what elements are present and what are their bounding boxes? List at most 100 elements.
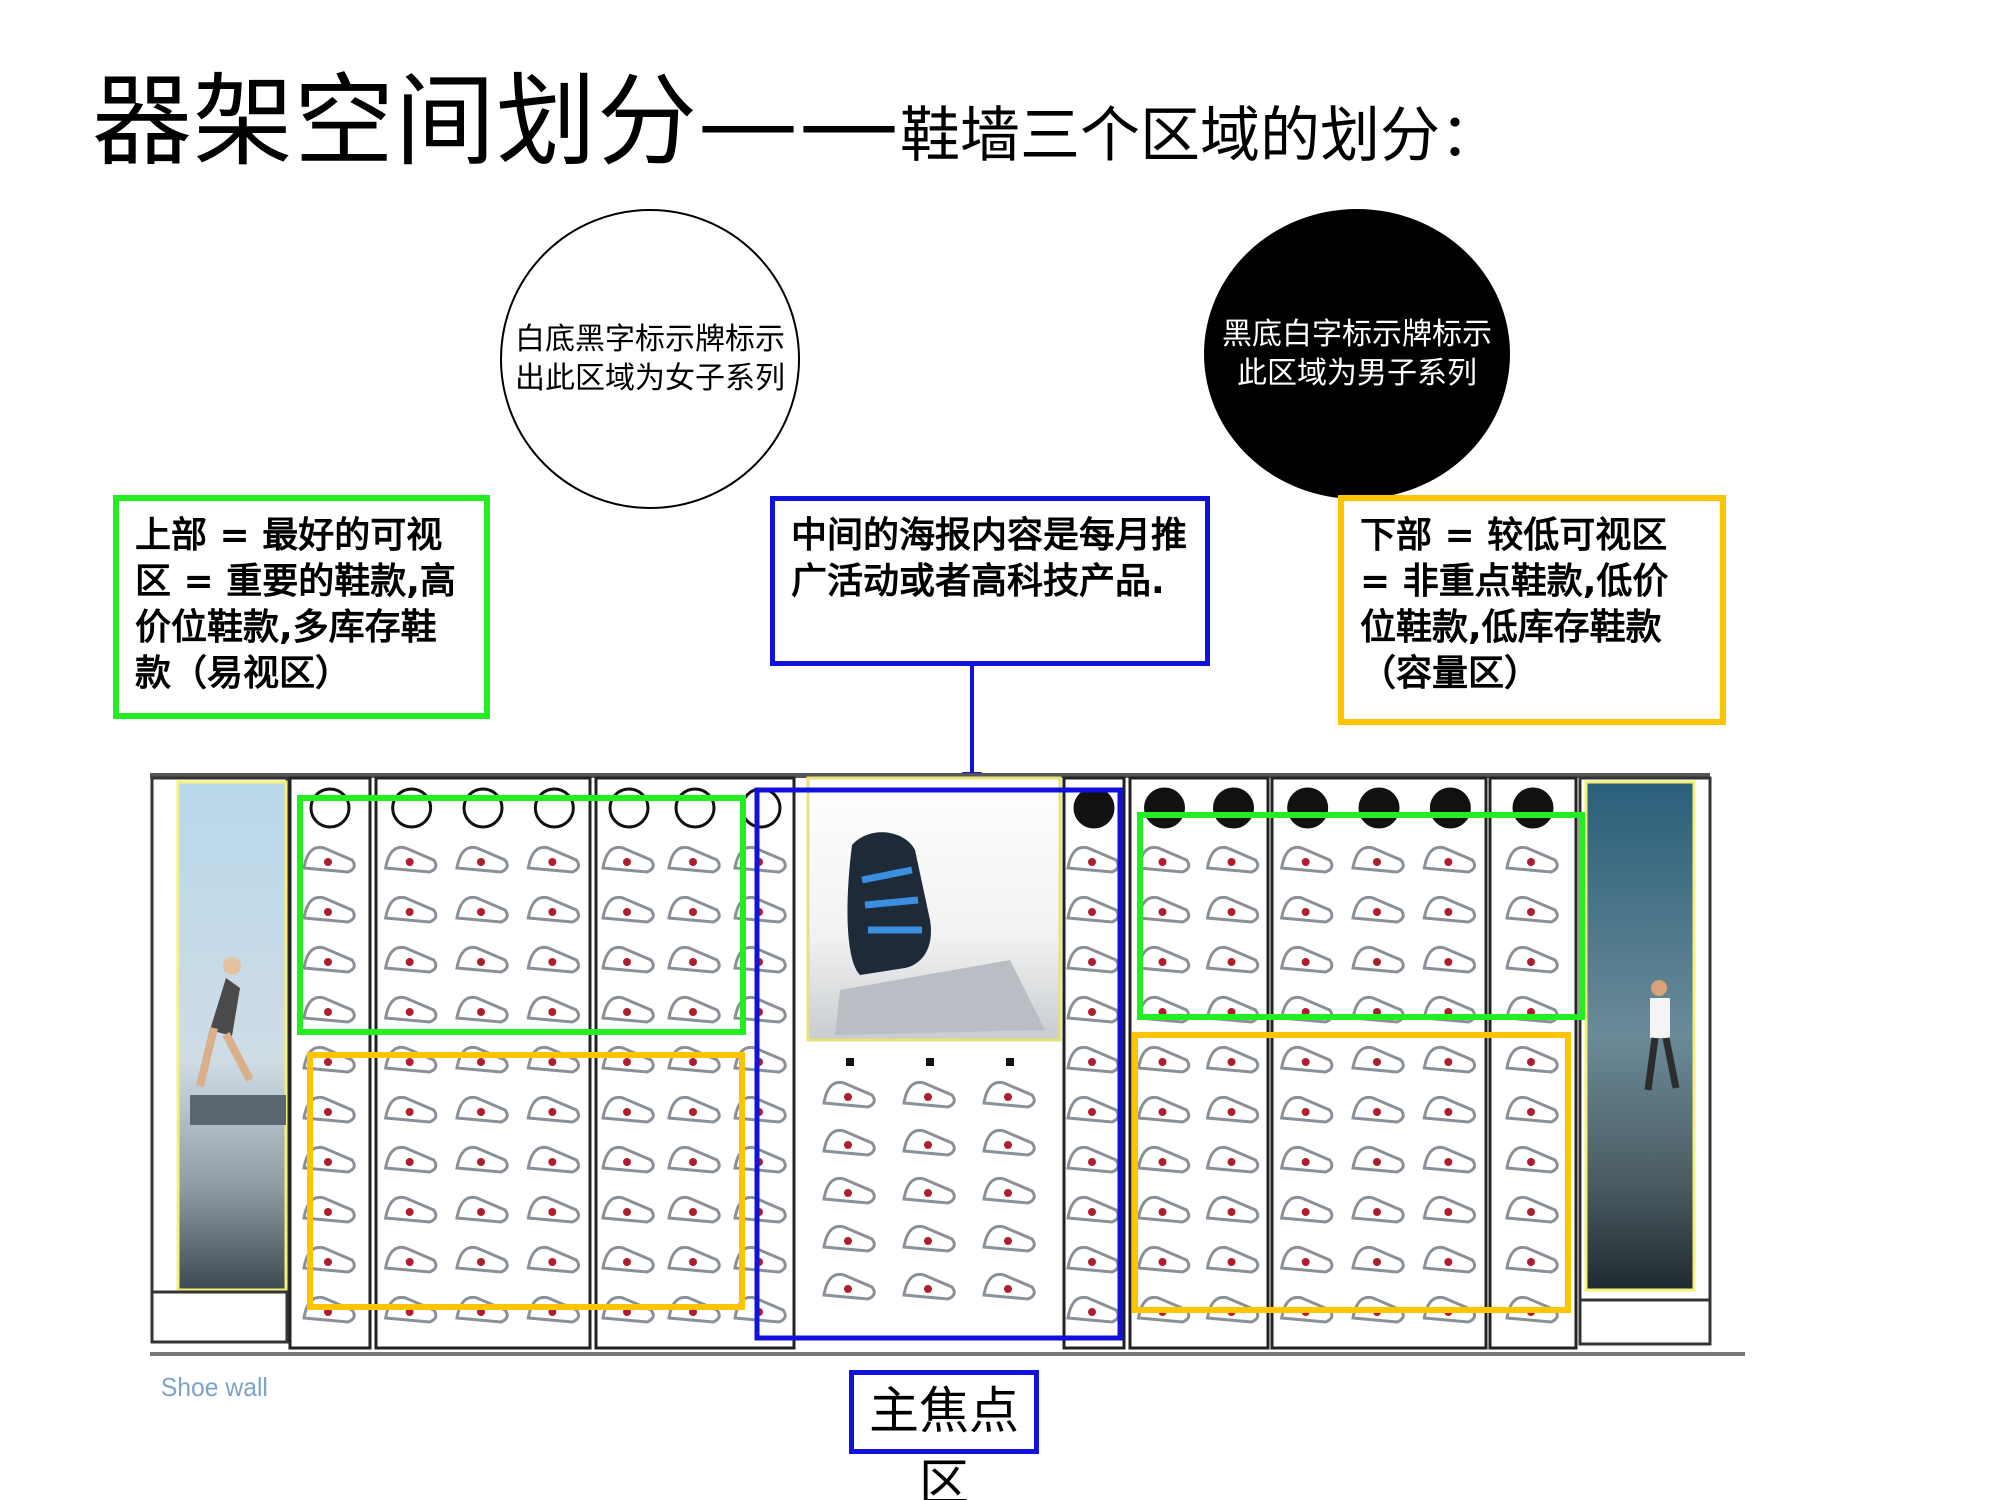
right-runner-image: [1584, 780, 1696, 1292]
women-sign-callout: 白底黑字标示牌标示出此区域为女子系列: [500, 209, 800, 509]
shoe-tag-icon: [1301, 908, 1310, 916]
shoe-icon: [1505, 1195, 1559, 1224]
shoe-icon: [1279, 1245, 1334, 1274]
shoe-tag-icon: [1088, 1058, 1096, 1066]
shoe-icon: [1136, 1195, 1191, 1224]
top-rail: [150, 773, 1710, 778]
shoe-tag-icon: [623, 1008, 631, 1016]
shoe-icon: [383, 845, 438, 874]
shoe-icon: [982, 1224, 1036, 1253]
shoe-icon: [1351, 895, 1405, 924]
title-main: 器架空间划分——: [92, 63, 900, 180]
shoe-tag-icon: [689, 1058, 697, 1066]
shoe-icon: [1066, 945, 1120, 974]
shoe-tag-icon: [477, 958, 485, 966]
men-sign-icon: [1358, 787, 1400, 829]
men-sign-icon: [1073, 787, 1115, 829]
shoe-icon: [1205, 1045, 1260, 1074]
shoe-icon: [383, 995, 438, 1024]
shoe-tag-icon: [1373, 1208, 1381, 1216]
men-sign-icon: [1287, 787, 1329, 829]
shoe-icon: [1205, 995, 1260, 1024]
shoe-icon: [1066, 1245, 1120, 1274]
shoe-tag-icon: [1373, 1108, 1381, 1116]
shoe-tag-icon: [1373, 858, 1381, 866]
shoe-icon: [302, 845, 356, 874]
shoe-icon: [526, 845, 581, 874]
lower-zone-left: [307, 1052, 745, 1310]
shoe-tag-icon: [1527, 858, 1535, 866]
shoe-tag-icon: [623, 1108, 631, 1116]
shoe-tag-icon: [548, 1058, 557, 1066]
shoe-tag-icon: [623, 908, 631, 916]
shoe-tag-icon: [1444, 1208, 1453, 1216]
shoe-icon: [601, 1195, 655, 1224]
shoe-icon: [1422, 845, 1477, 874]
shoe-tag-icon: [1158, 1258, 1167, 1266]
shoe-icon: [526, 1195, 581, 1224]
shoe-tag-icon: [477, 858, 485, 866]
shoe-icon: [455, 1245, 509, 1274]
shoe-tag-icon: [1158, 908, 1167, 916]
shoe-tag-icon: [1301, 858, 1310, 866]
shoe-tag-icon: [924, 1285, 932, 1293]
shoe-icon: [601, 1245, 655, 1274]
shoe-icon: [1066, 845, 1120, 874]
shoe-icon: [455, 1195, 509, 1224]
shoe-tag-icon: [1527, 1208, 1535, 1216]
shoe-tag-icon: [405, 908, 414, 916]
poster-shoe-image: [835, 832, 1045, 1035]
shoe-icon: [733, 895, 787, 924]
upper-zone-left: [297, 795, 746, 1035]
shoe-tag-icon: [1158, 1208, 1167, 1216]
shoe-tag-icon: [548, 958, 557, 966]
shoe-icon: [1505, 1145, 1559, 1174]
shoe-tag-icon: [1373, 908, 1381, 916]
shoe-tag-icon: [1527, 1158, 1535, 1166]
shoe-icon: [1205, 945, 1260, 974]
shoe-icon: [667, 1195, 721, 1224]
shoe-icon: [982, 1176, 1036, 1205]
shoe-icon: [822, 1272, 876, 1301]
shoe-icon: [1279, 945, 1334, 974]
shoe-icon: [1422, 1245, 1477, 1274]
women-sign-icon: [674, 787, 716, 829]
shoe-tag-icon: [689, 1158, 697, 1166]
shoe-icon: [1066, 1145, 1120, 1174]
shoe-icon: [526, 995, 581, 1024]
shoe-tag-icon: [623, 1158, 631, 1166]
shoe-icon: [1351, 1145, 1405, 1174]
shoe-tag-icon: [1227, 1108, 1236, 1116]
shoe-tag-icon: [844, 1189, 852, 1197]
shoe-tag-icon: [1301, 1258, 1310, 1266]
shoe-icon: [1351, 945, 1405, 974]
shoe-icon: [1505, 995, 1559, 1024]
shoe-tag-icon: [1004, 1141, 1012, 1149]
runner-figure-left: [190, 957, 286, 1125]
price-tag-icon: [926, 1058, 934, 1066]
shoe-icon: [1422, 895, 1477, 924]
shoe-icon: [1136, 1245, 1191, 1274]
shoe-tag-icon: [405, 1258, 414, 1266]
shoe-icon: [455, 945, 509, 974]
shoe-icon: [733, 845, 787, 874]
focus-zone-label: 主焦点区: [849, 1370, 1039, 1500]
shoe-icon: [601, 845, 655, 874]
shoe-icon: [1136, 1095, 1191, 1124]
shoe-tag-icon: [405, 1108, 414, 1116]
men-sign-icon: [1213, 787, 1254, 829]
shoe-icon: [822, 1224, 876, 1253]
shoe-tag-icon: [1373, 958, 1381, 966]
shoe-icon: [1505, 845, 1559, 874]
shoe-icon: [1279, 1095, 1334, 1124]
shoe-tag-icon: [623, 958, 631, 966]
shoe-icon: [1205, 895, 1260, 924]
shoe-tag-icon: [623, 1208, 631, 1216]
shoe-icon: [1066, 1045, 1120, 1074]
shoe-tag-icon: [477, 1008, 485, 1016]
shoe-tag-icon: [324, 1158, 332, 1166]
shoe-tag-icon: [924, 1093, 932, 1101]
shoe-icon: [1422, 945, 1477, 974]
shoe-icon: [601, 1095, 655, 1124]
